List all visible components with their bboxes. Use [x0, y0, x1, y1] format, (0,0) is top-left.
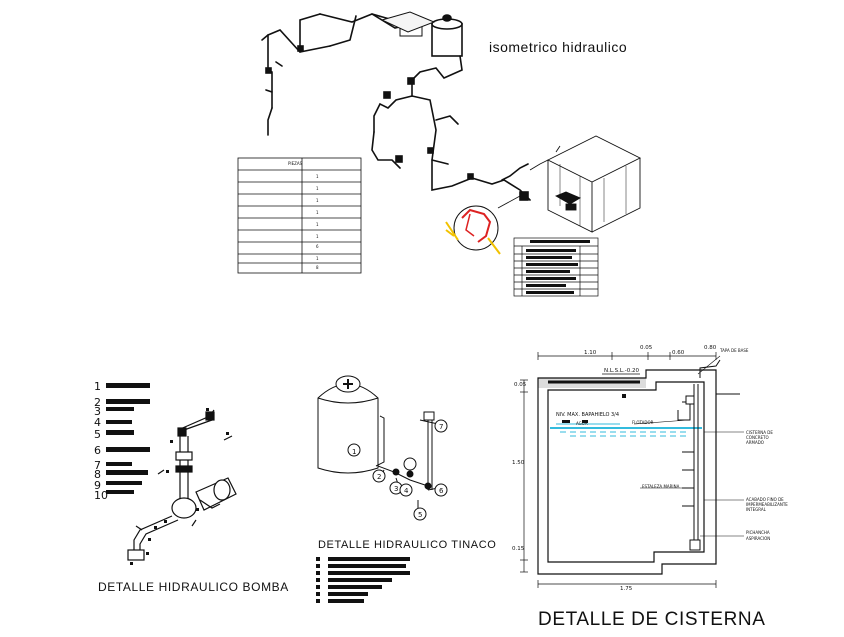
dim-top-left: 1.10 [584, 350, 597, 356]
tinaco-num-1: 1 [352, 448, 357, 456]
bomba-num-10: 10 [94, 489, 108, 502]
label-agua: AGUA [576, 421, 588, 426]
label-cisterna-concreto: CISTERNA DE CONCRETO ARMADO [746, 430, 773, 445]
isometric-title: isometrico hidraulico [489, 39, 628, 55]
legend-qty-8: 1 [316, 256, 319, 261]
bomba-legend-bars [106, 383, 150, 494]
dim-top-mid2: 0.60 [672, 350, 685, 356]
bomba-num-2: 2 [94, 396, 101, 409]
legend-qty-9: 8 [316, 265, 319, 270]
tinaco-num-3: 3 [394, 485, 399, 493]
tinaco-diagram [317, 375, 448, 521]
isometric-cistern-box [529, 135, 642, 233]
label-flotador: FLOTADOR [632, 420, 654, 425]
legend-qty-3: 1 [316, 198, 319, 203]
legend-qty-1: 1 [316, 174, 319, 179]
dim-left-top: 0.05 [514, 382, 527, 388]
dim-left-bottom: 0.15 [512, 546, 525, 552]
legend-table [237, 157, 362, 274]
dim-left-height: 1.50 [512, 460, 525, 466]
cisterna-section [520, 352, 744, 588]
tinaco-num-6: 6 [439, 487, 444, 495]
legend-header: PIEZAS [288, 161, 303, 166]
nivel-label: N.L.S.L.-0.20 [604, 368, 639, 374]
label-aspiracion: ASPIRACION [746, 536, 771, 541]
highlight-detail [445, 195, 521, 255]
tinaco-num-2: 2 [377, 473, 382, 481]
bomba-num-9: 9 [94, 479, 101, 492]
tinaco-num-5: 5 [418, 511, 423, 519]
legend-qty-4: 1 [316, 210, 319, 215]
bomba-num-7: 7 [94, 459, 101, 472]
label-tapa: TAPA DE BASE [720, 348, 749, 353]
tinaco-num-4: 4 [404, 487, 409, 495]
label-acabado: ACABADO FINO DE IMPERMEABILIZANTE INTEGR… [746, 497, 788, 512]
spec-table [513, 237, 599, 297]
legend-qty-6: 1 [316, 234, 319, 239]
bomba-num-8: 8 [94, 468, 101, 481]
bomba-diagram [127, 409, 237, 561]
label-pichancha: PICHANCHA [746, 530, 770, 535]
cisterna-title: DETALLE DE CISTERNA [538, 609, 766, 630]
label-estaleza: ESTALEZA MARINA [642, 484, 680, 489]
bomba-num-5: 5 [94, 428, 101, 441]
bomba-title: DETALLE HIDRAULICO BOMBA [98, 580, 289, 594]
dim-bottom: 1.75 [620, 586, 633, 592]
bomba-num-3: 3 [94, 405, 101, 418]
bomba-num-1: 1 [94, 380, 101, 393]
isometric-diagram [261, 11, 531, 201]
legend-qty-7: 6 [316, 244, 319, 249]
tinaco-title: DETALLE HIDRAULICO TINACO [318, 539, 497, 551]
dim-top-right: 0.80 [704, 345, 717, 351]
bomba-tick-marks [130, 408, 229, 565]
bomba-num-4: 4 [94, 416, 101, 429]
tinaco-legend-bars [316, 557, 410, 603]
legend-qty-2: 1 [316, 186, 319, 191]
dim-top-mid1: 0.05 [640, 345, 653, 351]
tinaco-num-7: 7 [439, 423, 444, 431]
bomba-num-6: 6 [94, 444, 101, 457]
legend-qty-5: 1 [316, 222, 319, 227]
label-nivel-max: NIV. MAX. BAPAHIELO 3/4 [556, 412, 620, 418]
